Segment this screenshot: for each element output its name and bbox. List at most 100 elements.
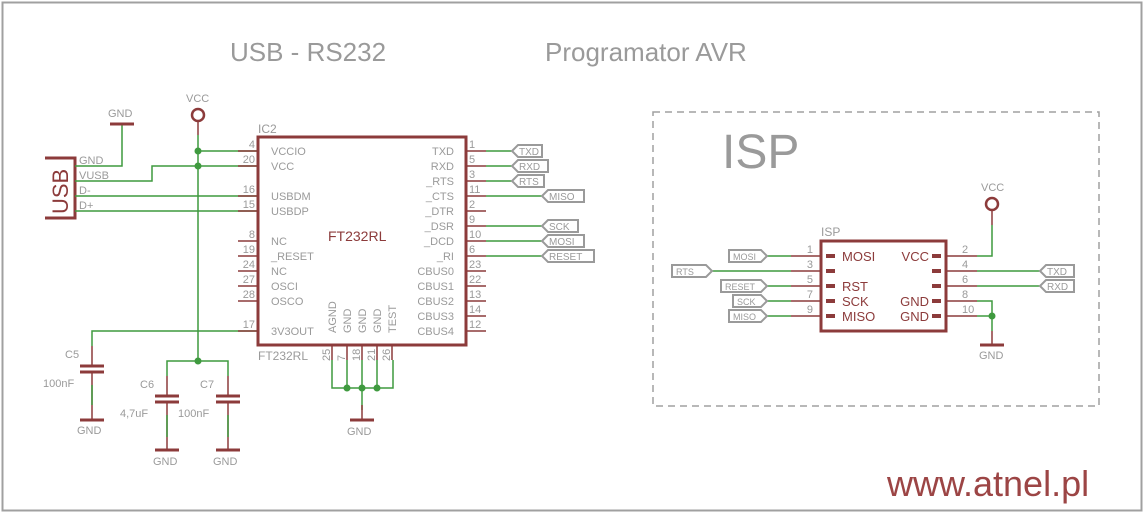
ic-pin-name: AGND	[327, 301, 339, 333]
ic-pin-name: GND	[372, 309, 384, 334]
ic-ft232rl: IC2 FT232RL FT232RL 4VCCIO20VCC16USBDM15…	[238, 122, 486, 363]
wire-isp-gnd8	[977, 300, 993, 331]
junction	[194, 162, 202, 170]
ic-pin-name: NC	[271, 266, 287, 278]
ic-pin-number: 25	[321, 349, 333, 361]
net-label-txd: TXD	[510, 144, 543, 158]
ic-pin-number: 17	[243, 319, 255, 331]
isp-pin-pad	[932, 269, 941, 273]
title-programator-avr: Programator AVR	[545, 37, 747, 67]
isp-vcc-symbol: VCC	[981, 182, 1004, 225]
ic-pin-name: RXD	[431, 161, 454, 173]
net-label-text: RESET	[725, 282, 756, 292]
ic-pin-number: 3	[469, 169, 475, 181]
net-label-txd: TXD	[1038, 264, 1075, 278]
net-label-text: RTS	[519, 177, 539, 188]
wire-usb-gnd	[75, 124, 123, 167]
isp-pin-pad	[932, 299, 941, 303]
net-label-text: TXD	[519, 147, 539, 158]
net-label-text: MOSI	[549, 237, 575, 248]
ic-pin-number: 5	[469, 154, 475, 166]
ic-pin-name: NC	[271, 236, 287, 248]
svg-text:GND: GND	[77, 425, 102, 437]
gnd-label: GND	[347, 426, 372, 438]
isp-pin-pad	[932, 254, 941, 258]
isp-pin-pad	[826, 284, 835, 288]
capacitor-c7: C7 100nF GND	[178, 376, 240, 468]
ic-pin-number: 21	[366, 349, 378, 361]
ic-pin-name: VCC	[271, 161, 294, 173]
wire-3v3out	[91, 330, 258, 346]
isp-pin-name: VCC	[902, 249, 929, 264]
ic-pin-number: 7	[336, 355, 348, 361]
wire-usb-vusb	[75, 165, 258, 182]
ic-pin-name: GND	[342, 309, 354, 334]
junction	[194, 147, 202, 155]
svg-text:GND: GND	[108, 108, 133, 120]
isp-pin-number: 7	[807, 289, 813, 301]
ic-pin-name: 3V3OUT	[271, 326, 314, 338]
title-usb-rs232: USB - RS232	[230, 37, 386, 67]
isp-pin-pad	[826, 269, 835, 273]
usb-connector-label: USB	[48, 169, 73, 214]
ic-pin-number: 2	[469, 199, 475, 211]
isp-pin-number: 9	[807, 304, 813, 316]
net-label-text: RXD	[1047, 282, 1068, 293]
isp-pin-pad	[932, 314, 941, 318]
ic-pin-number: 15	[243, 199, 255, 211]
ic-pin-number: 20	[243, 154, 255, 166]
junction	[988, 312, 996, 320]
isp-pin-pad	[826, 254, 835, 258]
isp-pin-number: 2	[962, 244, 968, 256]
svg-text:100nF: 100nF	[178, 408, 209, 420]
usb-connector: USB GND VUSB D- D+	[45, 155, 109, 220]
ic-pin-name: _DCD	[423, 236, 454, 248]
ic-left-pins: 4VCCIO20VCC16USBDM15USBDP8NC19_RESET24NC…	[238, 139, 314, 338]
ic-pin-name: CBUS3	[417, 311, 454, 323]
ic-pin-number: 8	[249, 229, 255, 241]
capacitor-c5: C5 100nF GND	[43, 346, 104, 437]
ic-pin-name: _DSR	[424, 221, 454, 233]
ic-pin-number: 27	[243, 274, 255, 286]
ic-pin-number: 1	[469, 139, 475, 151]
net-label-text: SCK	[549, 222, 570, 233]
ic-pin-name: OSCO	[271, 296, 304, 308]
ic-pin-number: 10	[469, 229, 481, 241]
net-label-text: TXD	[1047, 267, 1067, 278]
isp-frame-title: ISP	[722, 126, 799, 179]
ic-ref: IC2	[258, 122, 277, 136]
website-link[interactable]: www.atnel.pl	[886, 463, 1089, 504]
net-label-rts: RTS	[671, 264, 714, 278]
ic-pin-number: 14	[469, 304, 481, 316]
ic-pin-number: 9	[469, 214, 475, 226]
svg-text:100nF: 100nF	[43, 378, 74, 390]
net-label-sck: SCK	[732, 294, 769, 308]
net-label-text: MISO	[549, 192, 575, 203]
ic-pin-name: USBDM	[271, 191, 311, 203]
ic-pin-name: GND	[357, 309, 369, 334]
svg-text:C6: C6	[140, 379, 154, 391]
svg-text:C7: C7	[200, 379, 214, 391]
gnd-label: GND	[979, 350, 1004, 362]
ic-pin-number: 12	[469, 319, 481, 331]
ic-pin-name: _RI	[436, 251, 454, 263]
usb-pin-dminus: D-	[79, 185, 91, 197]
net-label-miso: MISO	[540, 189, 585, 203]
ic-pin-name: VCCIO	[271, 146, 306, 158]
net-label-mosi: MOSI	[540, 234, 585, 248]
junction	[194, 357, 202, 365]
isp-pin-pad	[826, 299, 835, 303]
junction	[343, 384, 351, 392]
svg-text:GND: GND	[153, 456, 178, 468]
isp-pin-number: 1	[807, 244, 813, 256]
ic-pin-name: USBDP	[271, 206, 309, 218]
ic-pin-name: _DTR	[424, 206, 454, 218]
ic-pin-name: _CTS	[425, 191, 454, 203]
ic-pin-number: 23	[469, 259, 481, 271]
isp-pin-number: 8	[962, 289, 968, 301]
